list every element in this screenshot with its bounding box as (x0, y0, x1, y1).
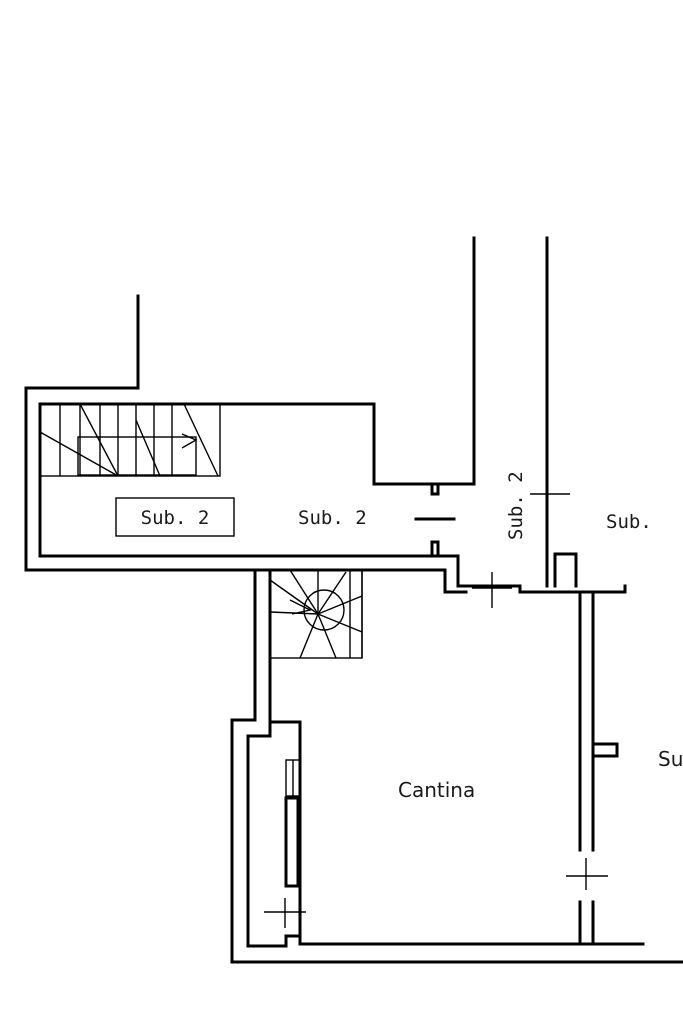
sub-corridor-label: Sub. 2 (298, 507, 367, 529)
spiral-staircase (269, 569, 363, 659)
cantina-walls (230, 552, 683, 964)
vertical-shaft-cross-mark (530, 484, 570, 504)
upper-staircase (39, 403, 221, 477)
door-mark-right (566, 858, 608, 890)
room-cantina-label: Cantina (398, 778, 475, 802)
sub-right-label: Sub. (606, 511, 652, 533)
cantina-window (284, 759, 301, 888)
door-mark-left (264, 898, 306, 928)
sub-boxed-label: Sub. 2 (141, 507, 210, 529)
sub-label-box: Sub. 2 (115, 497, 235, 537)
right-edge-label: Su (658, 747, 683, 771)
sub-vertical-label: Sub. 2 (505, 471, 527, 540)
door-mark-top (472, 572, 512, 608)
